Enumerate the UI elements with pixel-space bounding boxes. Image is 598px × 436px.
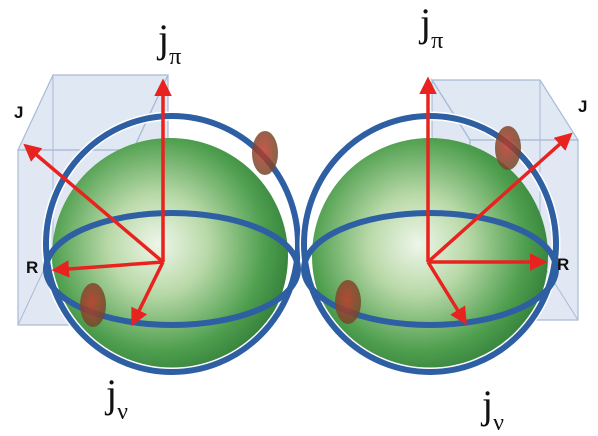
left-J-label: J: [14, 103, 23, 122]
right-sphere: [312, 138, 548, 374]
left-nucleus-group: jπ J R jν: [14, 16, 303, 425]
right-j-nu-label: jν: [480, 382, 504, 436]
right-vector-arrows: [419, 76, 573, 325]
left-j-nu-arrow: [131, 261, 165, 327]
left-nucleon-lower: [80, 283, 106, 327]
left-j-nu-label: jν: [104, 371, 128, 425]
left-sphere: [52, 138, 288, 374]
left-vector-arrows: [23, 78, 172, 327]
left-J-arrow: [23, 143, 165, 264]
left-nucleon-upper: [252, 131, 278, 175]
right-nucleus-group: jπ J R jν: [299, 0, 587, 436]
right-nucleon-upper: [495, 126, 521, 170]
right-j-nu-arrow: [426, 261, 467, 325]
right-j-pi-label: jπ: [418, 0, 443, 54]
left-horizontal-orbit: [43, 210, 301, 328]
right-nucleon-lower: [335, 280, 361, 324]
left-R-arrow: [51, 260, 164, 278]
left-R-label: R: [26, 258, 38, 277]
right-J-label: J: [578, 97, 587, 116]
left-j-pi-label: jπ: [156, 16, 181, 70]
right-R-label: R: [557, 255, 569, 274]
right-horizontal-orbit: [301, 210, 559, 328]
right-J-arrow: [426, 132, 573, 264]
